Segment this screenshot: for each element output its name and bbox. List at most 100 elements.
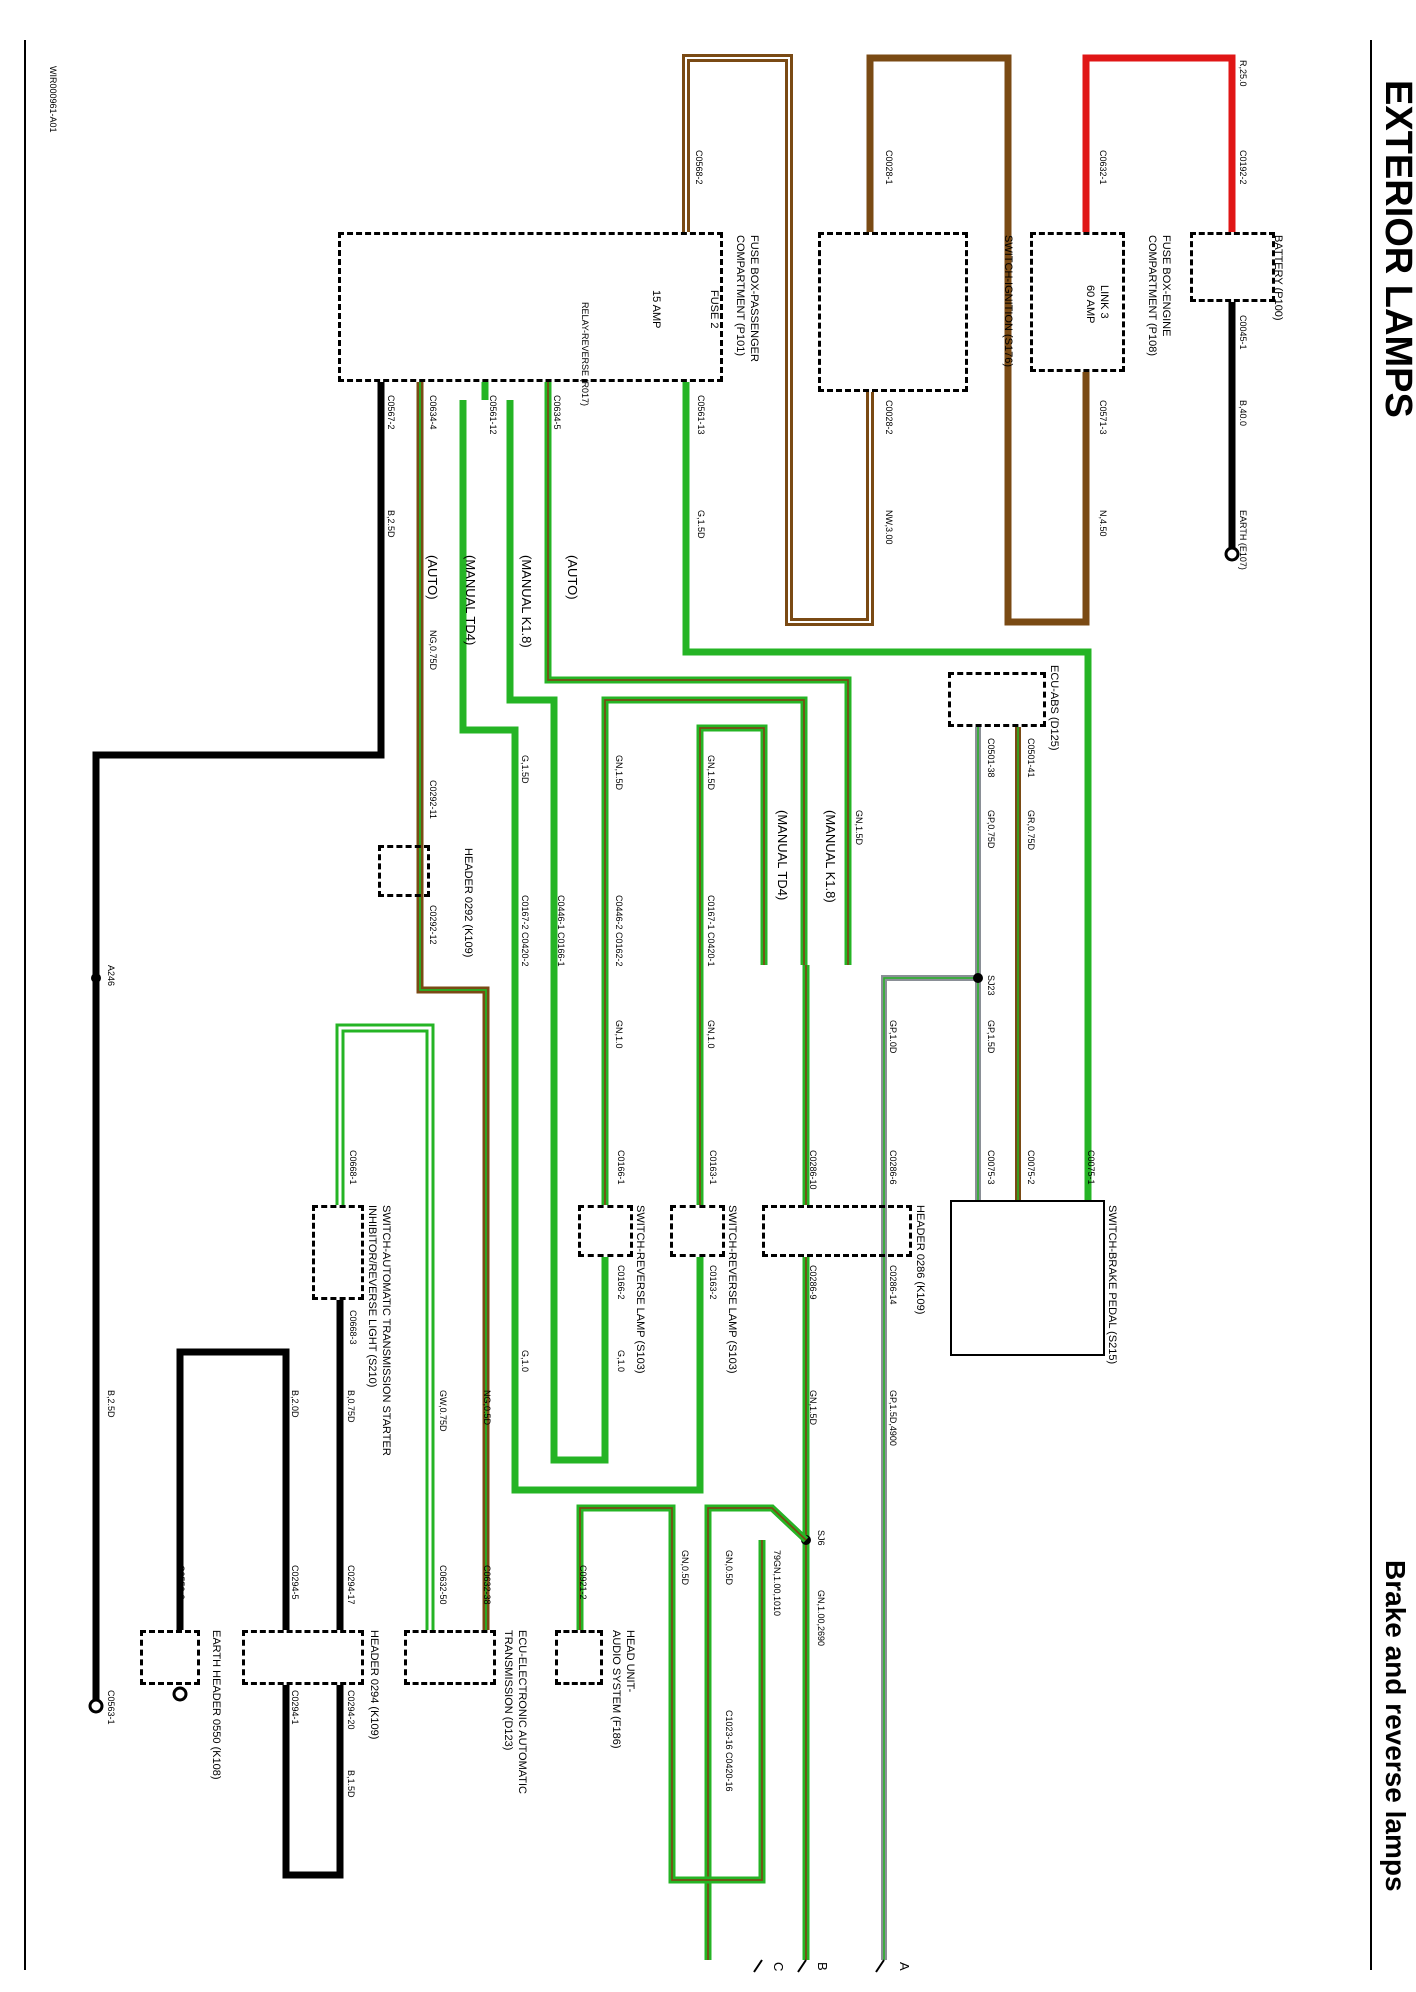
wire-label-gp100: GP,1.0D bbox=[888, 1020, 898, 1054]
reverse-switch-a-label: SWITCH-REVERSE LAMP (S103) bbox=[726, 1205, 738, 1374]
splice-sj6-label: SJ6 bbox=[816, 1530, 826, 1546]
fusebox-engine-wire-out: N,4.50 bbox=[1098, 510, 1108, 537]
header-0294-box bbox=[242, 1630, 364, 1685]
ecu-trans-box bbox=[404, 1630, 496, 1685]
ecu-abs-wire-0: GP,0.75D bbox=[986, 810, 996, 849]
wire-label-gl150-a: G,1.5D bbox=[696, 510, 706, 539]
right-border bbox=[1370, 40, 1372, 1970]
wire-label-gn150-b: GN,1.5D bbox=[706, 755, 716, 791]
wire-gn150-a-stripe bbox=[604, 699, 805, 1205]
header-0294-conn-3: C0294-20 bbox=[346, 1690, 356, 1730]
fusebox-passenger-conn-2: C0561-12 bbox=[488, 395, 498, 435]
wire-label-manual-k18: (MANUAL K1.8) bbox=[519, 555, 534, 648]
wire-gn150-b-stripe bbox=[699, 727, 765, 1205]
wire-label-gn10-b: GN,1.0 bbox=[706, 1020, 716, 1049]
header-0292-conn-0: C0292-11 bbox=[428, 780, 438, 819]
wire-label-gp150: GP,1.5D bbox=[986, 1020, 996, 1054]
wire-label-c0167: C0167-2 C0420-2 bbox=[520, 895, 530, 967]
wire-label-gp150-4900: GP,1.5D,4900 bbox=[888, 1390, 898, 1446]
fusebox-passenger-label1: FUSE BOX-PASSENGER bbox=[748, 235, 760, 362]
wire-black-b250-b bbox=[176, 1348, 290, 1630]
wire-label-gn-2: 79GN,1.00,1010 bbox=[772, 1550, 782, 1617]
reverse-switch-b-conn-1: C0166-2 bbox=[616, 1265, 626, 1300]
wire-g150-k18 bbox=[506, 400, 609, 1464]
fusebox-engine-conn-bottom: C0571-3 bbox=[1098, 400, 1108, 435]
earth-end-ring bbox=[88, 1698, 104, 1714]
wire-ng075-stripe bbox=[419, 382, 487, 1630]
head-unit-conn: C0921-2 bbox=[578, 1565, 588, 1600]
fusebox-passenger-relay: RELAY-REVERSE (R017) bbox=[580, 302, 590, 407]
earth-e107-label: EARTH (E107) bbox=[1238, 510, 1248, 570]
wire-end-b: B bbox=[815, 1962, 830, 1971]
fusebox-passenger-amps: 15 AMP bbox=[650, 290, 662, 329]
splice-a246-dot bbox=[91, 973, 101, 983]
header-0286-conn-0: C0286-6 bbox=[888, 1150, 898, 1185]
wire-grey-gp-stripe bbox=[883, 727, 979, 1960]
page-title: EXTERIOR LAMPS bbox=[1377, 80, 1416, 418]
wire-label-g10-b: G,1.0 bbox=[616, 1350, 626, 1373]
ecu-trans-label2: TRANSMISSION (D123) bbox=[502, 1630, 514, 1751]
header-0286-box bbox=[762, 1205, 912, 1257]
ecu-abs-wire-1: GR,0.75D bbox=[1026, 810, 1036, 851]
earth-header-0550-box bbox=[140, 1630, 200, 1685]
earth-header-conn: C0550-3 bbox=[176, 1565, 186, 1600]
brake-switch-box bbox=[950, 1200, 1105, 1356]
battery-conn-top: C0192-2 bbox=[1238, 150, 1248, 185]
wire-gn-sj6-branch bbox=[704, 1504, 809, 1960]
wire-green-g150 bbox=[682, 382, 1092, 1200]
header-0294-conn-2: C0294-1 bbox=[290, 1690, 300, 1725]
header-0292-label: HEADER 0292 (K109) bbox=[462, 848, 474, 958]
ecu-trans-label1: ECU-ELECTRONIC AUTOMATIC bbox=[516, 1630, 528, 1794]
inhibitor-label2: INHIBITOR/REVERSE LIGHT (S210) bbox=[366, 1205, 378, 1388]
wire-end-stub-c bbox=[753, 1959, 763, 1973]
ignition-conn-top: C0028-1 bbox=[884, 150, 894, 185]
splice-sj23-dot bbox=[973, 973, 983, 983]
fusebox-passenger-label2: COMPARTMENT (P101) bbox=[734, 235, 746, 357]
fusebox-passenger-conn-4: C0561-13 bbox=[696, 395, 706, 435]
reverse-switch-a-box bbox=[670, 1205, 725, 1257]
wire-gn-auto-stripe bbox=[547, 382, 849, 965]
ecu-trans-conn-0: C0632-50 bbox=[438, 1565, 448, 1605]
earth-header-ring bbox=[172, 1686, 188, 1702]
battery-label: BATTERY (P100) bbox=[1272, 235, 1284, 321]
fusebox-engine-conn-top: C0632-1 bbox=[1098, 150, 1108, 185]
fusebox-engine-label1: FUSE BOX-ENGINE bbox=[1160, 235, 1172, 337]
fusebox-passenger-conn-3: C0634-5 bbox=[552, 395, 562, 430]
header-0292-box bbox=[378, 845, 430, 897]
header-0294-label: HEADER 0294 (K109) bbox=[368, 1630, 380, 1740]
wire-label-b075: B,0.75D bbox=[346, 1390, 356, 1423]
left-border bbox=[24, 40, 26, 1970]
fusebox-passenger-box bbox=[338, 232, 723, 382]
wire-label-manual-k18-b: (MANUAL K1.8) bbox=[823, 810, 838, 903]
reverse-switch-a-conn-1: C0163-2 bbox=[708, 1265, 718, 1300]
wire-label-auto2: (AUTO) bbox=[565, 555, 580, 600]
wire-brown-n450 bbox=[866, 54, 1090, 626]
fusebox-engine-amps: 60 AMP bbox=[1084, 285, 1096, 324]
battery-box bbox=[1190, 232, 1275, 302]
ignition-conn-bottom: C0028-2 bbox=[884, 400, 894, 435]
ecu-abs-box bbox=[948, 672, 1046, 727]
wire-label-c0446: C0446-1 C0166-1 bbox=[556, 895, 566, 967]
wire-label-gn150-d: GN,1.5D bbox=[808, 1390, 818, 1426]
earth-end-conn: C0563-1 bbox=[106, 1690, 116, 1725]
fusebox-engine-link: LINK 3 bbox=[1098, 285, 1110, 319]
header-0292-conn-1: C0292-12 bbox=[428, 905, 438, 945]
wire-brown-nw300-inner bbox=[685, 57, 871, 623]
wire-label-b250: B,2.5D bbox=[386, 510, 396, 538]
earth-header-label: EARTH HEADER 0550 (K108) bbox=[210, 1630, 222, 1780]
reverse-switch-b-label: SWITCH-REVERSE LAMP (S103) bbox=[634, 1205, 646, 1374]
wire-label-manual-td4-b: (MANUAL TD4) bbox=[775, 810, 790, 901]
wire-label-g10: G,1.0 bbox=[520, 1350, 530, 1373]
inhibitor-conn-0: C0668-1 bbox=[348, 1150, 358, 1185]
wire-label-gl150-b: G,1.5D bbox=[520, 755, 530, 784]
wire-label-b20: B,2.0D bbox=[290, 1390, 300, 1418]
ignition-wire-out: NW,3.00 bbox=[884, 510, 894, 545]
wire-label-gn05-b: GN,0.5D bbox=[724, 1550, 734, 1586]
wire-label-ngl075: NG,0.75D bbox=[428, 630, 438, 671]
page-subtitle: Brake and reverse lamps bbox=[1380, 1560, 1411, 1892]
inhibitor-switch-box bbox=[312, 1205, 364, 1300]
wire-black-loop bbox=[282, 1685, 344, 1879]
brake-conn-0: C0075-3 bbox=[986, 1150, 996, 1185]
head-unit-label2: AUDIO SYSTEM (F186) bbox=[610, 1630, 622, 1749]
